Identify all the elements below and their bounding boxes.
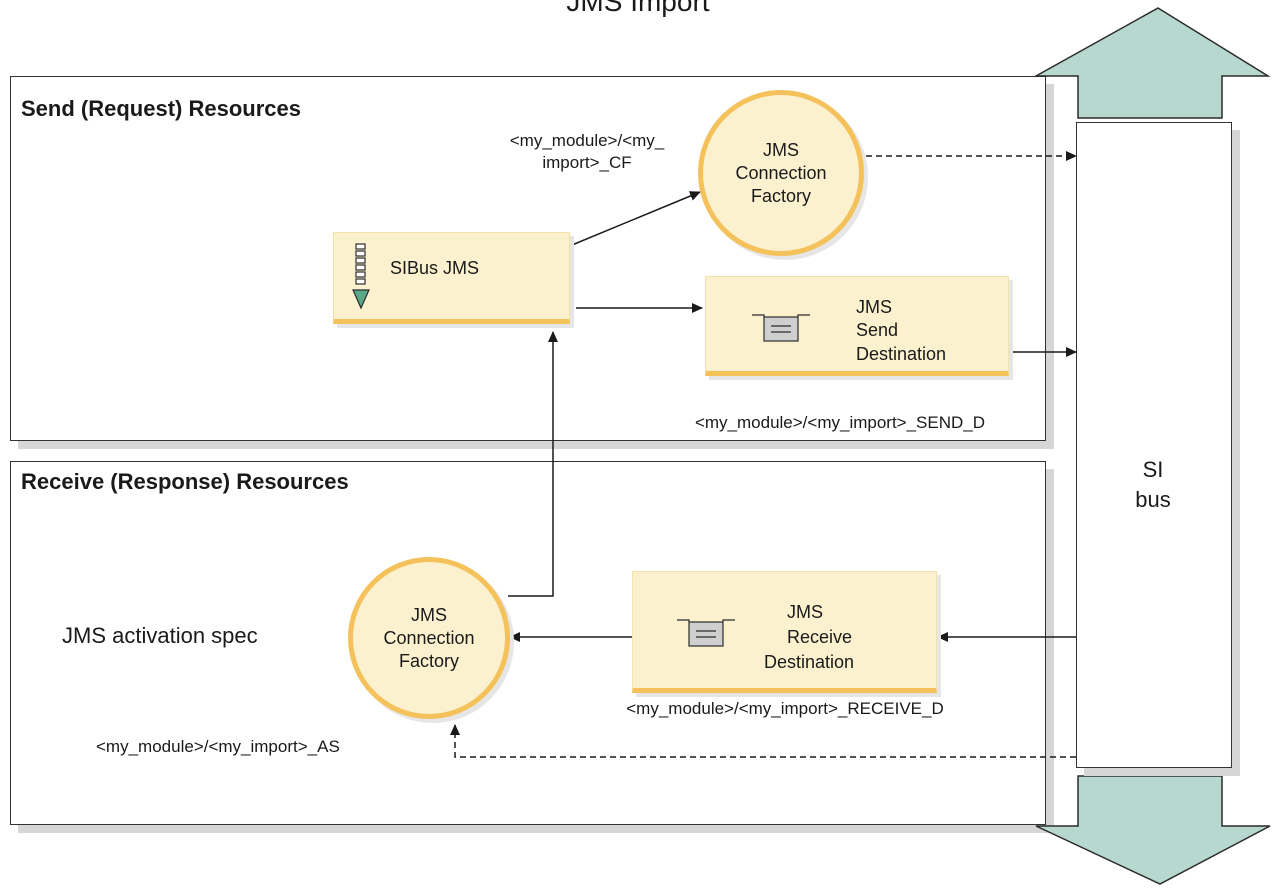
sibus-jms-label: SIBus JMS	[390, 258, 480, 278]
receive-destination-box: JMS Receive Destination	[632, 571, 937, 693]
send-queue-icon	[752, 314, 810, 342]
receive-dest-label-receive: Receive	[787, 627, 853, 647]
send-dest-label-destination: Destination	[856, 344, 947, 364]
send-destination-box: JMS Send Destination	[705, 276, 1009, 376]
send-dest-label-send: Send	[856, 320, 899, 340]
receive-dest-label-destination: Destination	[764, 652, 855, 672]
activation-to-sibus-arrow	[508, 331, 558, 597]
sibus-jms-box: SIBus JMS	[333, 232, 570, 324]
receive-connection-factory: JMS Connection Factory	[348, 557, 510, 719]
send-connection-factory: JMS Connection Factory	[698, 90, 864, 256]
sibus-to-cf-arrow	[571, 191, 701, 246]
receive-queue-icon	[677, 619, 735, 647]
activation-spec-label: JMS activation spec	[62, 623, 258, 648]
bus-to-activation-dashed-arrow	[450, 724, 1076, 758]
send-dest-label-jms: JMS	[856, 297, 892, 317]
si-bus	[1076, 122, 1232, 768]
bus-arrow-down	[1035, 775, 1271, 885]
bus-arrow-up	[1033, 7, 1271, 119]
receive-panel-title: Receive (Response) Resources	[21, 469, 349, 494]
receive-cf-label: JMS Connection Factory	[383, 604, 475, 671]
send-cf-label: JMS Connection Factory	[735, 139, 827, 206]
activation-spec-resource-name: <my_module>/<my_import>_AS	[96, 737, 340, 756]
receive-dest-label-jms: JMS	[787, 602, 823, 622]
diagram-title: JMS Import	[566, 0, 710, 17]
cf-resource-name: <my_module>/<my_ import>_CF	[509, 131, 665, 172]
send-panel-title: Send (Request) Resources	[21, 96, 301, 121]
sibus-jms-icon	[352, 243, 370, 310]
send-dest-resource-name: <my_module>/<my_import>_SEND_D	[694, 413, 986, 432]
si-bus-label: SI bus	[1135, 457, 1171, 512]
receive-dest-resource-name: <my_module>/<my_import>_RECEIVE_D	[626, 699, 944, 718]
